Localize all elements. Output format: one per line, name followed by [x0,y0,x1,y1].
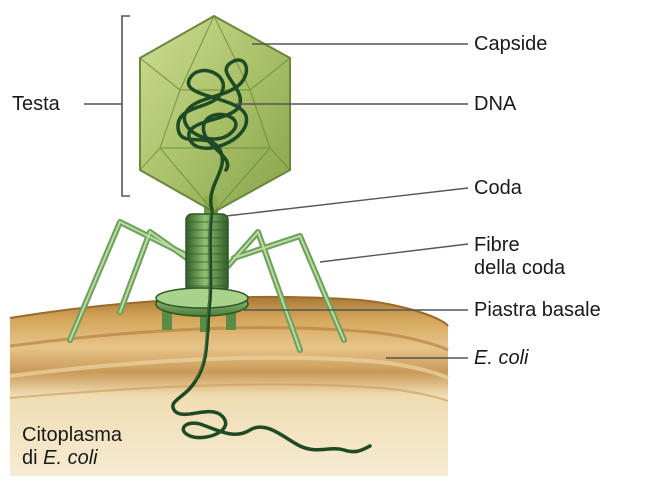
label-citoplasma-line1: Citoplasma [22,424,122,446]
leader-coda [226,188,468,216]
label-fibre-line1: Fibre [474,234,520,256]
label-capside: Capside [474,33,547,55]
label-ecoli: E. coli [474,347,528,369]
testa-bracket [84,16,130,196]
base-plate [156,288,248,332]
label-fibre-line2: della coda [474,257,565,279]
label-coda: Coda [474,177,522,199]
label-citoplasma-italic: E. coli [43,447,97,469]
label-citoplasma-prefix: di [22,447,43,469]
tail-sheath [186,214,228,292]
label-citoplasma-line2: di E. coli [22,447,98,469]
label-dna: DNA [474,93,516,115]
label-testa: Testa [12,93,60,115]
leader-fibre [320,244,468,262]
label-piastra-basale: Piastra basale [474,299,601,321]
